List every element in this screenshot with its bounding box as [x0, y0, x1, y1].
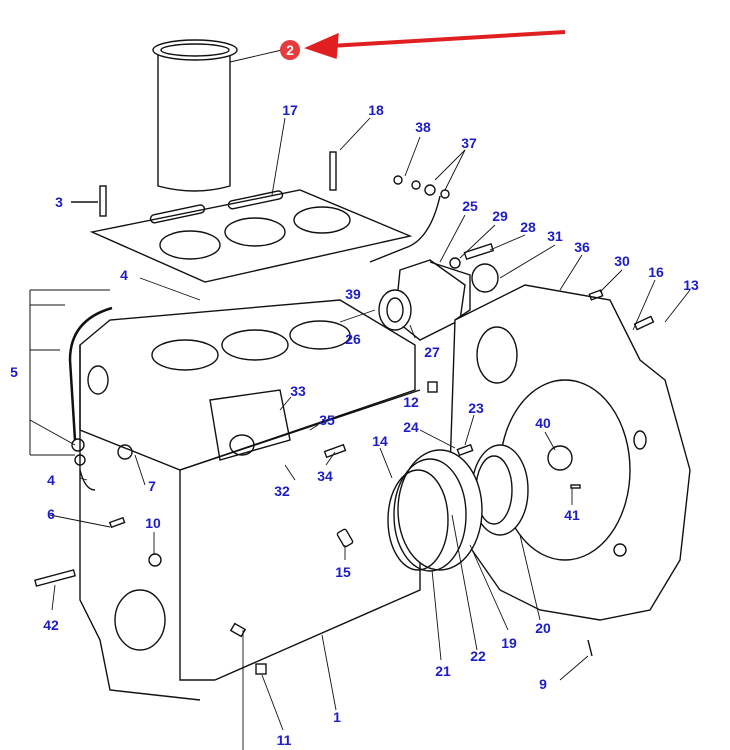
highlighted-part-badge[interactable]: 2	[280, 40, 300, 60]
callout-36[interactable]: 36	[574, 239, 590, 255]
callout-31[interactable]: 31	[547, 228, 563, 244]
callout-4-bottom[interactable]: 4	[47, 472, 55, 488]
housing-25	[378, 259, 471, 341]
callout-26[interactable]: 26	[345, 331, 361, 347]
callout-12[interactable]: 12	[403, 394, 419, 410]
callout-40[interactable]: 40	[535, 415, 551, 431]
callout-16[interactable]: 16	[648, 264, 664, 280]
leader-lines	[49, 49, 691, 750]
callout-27[interactable]: 27	[424, 344, 440, 360]
callout-19[interactable]: 19	[501, 635, 517, 651]
callout-39[interactable]: 39	[345, 286, 361, 302]
callout-29[interactable]: 29	[492, 208, 508, 224]
callout-24[interactable]: 24	[403, 419, 419, 435]
callout-37[interactable]: 37	[461, 135, 477, 151]
callout-30[interactable]: 30	[614, 253, 630, 269]
callout-33[interactable]: 33	[290, 383, 306, 399]
callout-14[interactable]: 14	[372, 433, 388, 449]
timing-plate	[387, 449, 483, 572]
callout-22[interactable]: 22	[470, 648, 486, 664]
callout-3[interactable]: 3	[55, 194, 63, 210]
callout-10[interactable]: 10	[145, 515, 161, 531]
callout-5[interactable]: 5	[10, 364, 18, 380]
callout-25[interactable]: 25	[462, 198, 478, 214]
highlight-arrow	[304, 30, 566, 59]
callout-15[interactable]: 15	[335, 564, 351, 580]
callout-42[interactable]: 42	[43, 617, 59, 633]
callout-9[interactable]: 9	[539, 676, 547, 692]
callout-18[interactable]: 18	[368, 102, 384, 118]
callout-6[interactable]: 6	[47, 506, 55, 522]
callout-17[interactable]: 17	[282, 102, 298, 118]
head-gasket	[89, 189, 413, 283]
callout-28[interactable]: 28	[520, 219, 536, 235]
callout-21[interactable]: 21	[435, 663, 451, 679]
callout-23[interactable]: 23	[468, 400, 484, 416]
callout-4-top[interactable]: 4	[120, 267, 128, 283]
engine-block	[79, 299, 421, 701]
callout-7[interactable]: 7	[148, 478, 156, 494]
callout-32[interactable]: 32	[274, 483, 290, 499]
callout-41[interactable]: 41	[564, 507, 580, 523]
callout-35[interactable]: 35	[319, 412, 335, 428]
callout-38[interactable]: 38	[415, 119, 431, 135]
cylinder-liner	[152, 39, 238, 192]
callout-1[interactable]: 1	[333, 709, 341, 725]
callout-20[interactable]: 20	[535, 620, 551, 636]
callout-34[interactable]: 34	[317, 468, 333, 484]
callout-11[interactable]: 11	[276, 732, 292, 748]
callout-13[interactable]: 13	[683, 277, 699, 293]
